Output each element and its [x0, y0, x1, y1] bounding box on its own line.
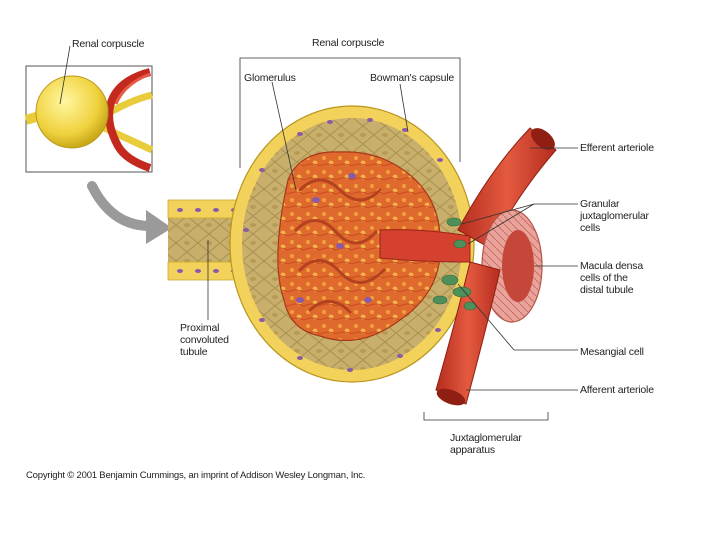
label-afferent-arteriole: Afferent arteriole [580, 384, 654, 396]
distal-tubule [481, 209, 543, 323]
glomerulus [277, 151, 441, 342]
mesangial-cells [432, 217, 477, 311]
pointer-arrow [87, 181, 172, 244]
afferent-arteriole-vessel [435, 261, 501, 406]
label-granular-cells: Granular juxtaglomerular cells [580, 198, 649, 234]
inset-panel [24, 45, 154, 173]
copyright-notice: Copyright © 2001 Benjamin Cummings, an i… [26, 470, 366, 481]
label-juxtaglomerular-apparatus: Juxtaglomerular apparatus [450, 432, 522, 456]
leader-lines [207, 57, 578, 421]
label-mesangial-cell: Mesangial cell [580, 346, 644, 358]
label-proximal-tubule: Proximal convoluted tubule [180, 322, 229, 358]
label-efferent-arteriole: Efferent arteriole [580, 142, 654, 154]
label-renal-corpuscle: Renal corpuscle [312, 37, 385, 49]
label-glomerulus: Glomerulus [244, 72, 296, 84]
label-macula-densa: Macula densa cells of the distal tubule [580, 260, 643, 296]
inset-label-renal-corpuscle: Renal corpuscle [72, 38, 145, 50]
label-bowmans-capsule: Bowman's capsule [370, 72, 455, 84]
inset-corpuscle-ball [35, 75, 109, 149]
